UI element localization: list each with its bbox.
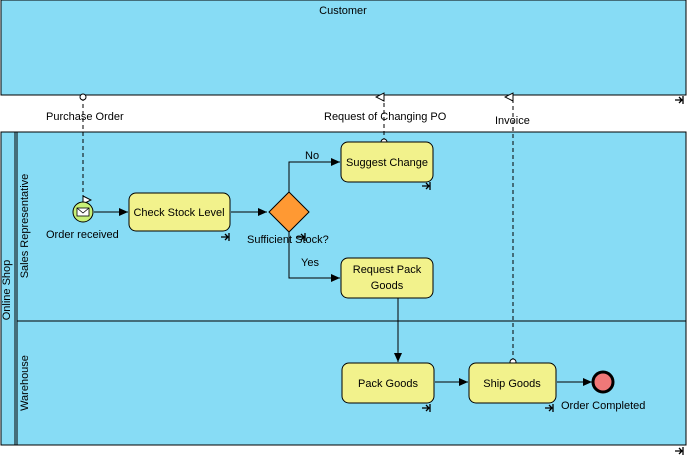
task-label: Check Stock Level: [133, 207, 224, 219]
collapse-icon[interactable]: [675, 447, 684, 455]
task-label: Pack Goods: [358, 378, 418, 390]
message-flow-purchase-order[interactable]: [79, 93, 86, 200]
lane-label-warehouse: Warehouse: [19, 355, 31, 411]
message-label-request-change-po: Request of Changing PO: [324, 111, 447, 123]
subprocess-marker-icon: [545, 404, 554, 412]
sequence-flows: [94, 158, 592, 386]
collapse-icon[interactable]: [675, 96, 684, 104]
online-shop-pool-label: Online Shop: [1, 260, 13, 321]
start-event[interactable]: [72, 201, 94, 223]
customer-pool-label: Customer: [319, 5, 367, 17]
flow-gateway-no: [288, 158, 340, 192]
task-pack-goods[interactable]: Pack Goods: [341, 362, 435, 412]
flow-label-no: No: [305, 150, 319, 162]
flow-gateway-yes: [288, 232, 340, 282]
end-event[interactable]: [591, 370, 615, 394]
gateway-label: Sufficient Stock?: [247, 234, 329, 246]
task-label: Suggest Change: [346, 157, 428, 169]
task-label-line2: Goods: [371, 280, 404, 292]
customer-pool[interactable]: Customer: [0, 0, 687, 104]
gateway-sufficient-stock[interactable]: [268, 191, 310, 241]
task-label-line1: Request Pack: [353, 264, 422, 276]
start-event-label: Order received: [46, 229, 119, 241]
flow-label-yes: Yes: [301, 257, 319, 269]
subprocess-marker-icon: [297, 233, 306, 241]
subprocess-marker-icon: [422, 182, 431, 190]
task-suggest-change[interactable]: Suggest Change: [340, 141, 434, 190]
task-check-stock-level[interactable]: Check Stock Level: [128, 192, 231, 241]
task-ship-goods[interactable]: Ship Goods: [468, 362, 557, 412]
message-label-purchase-order: Purchase Order: [46, 111, 124, 123]
envelope-icon: [76, 207, 90, 217]
end-event-label: Order Completed: [561, 400, 645, 412]
subprocess-marker-icon: [221, 233, 230, 241]
message-label-invoice: Invoice: [495, 115, 530, 127]
lane-label-sales: Sales Representative: [19, 174, 31, 279]
subprocess-marker-icon: [422, 404, 431, 412]
task-request-pack-goods[interactable]: Request Pack Goods: [340, 257, 434, 299]
task-label: Ship Goods: [483, 378, 541, 390]
